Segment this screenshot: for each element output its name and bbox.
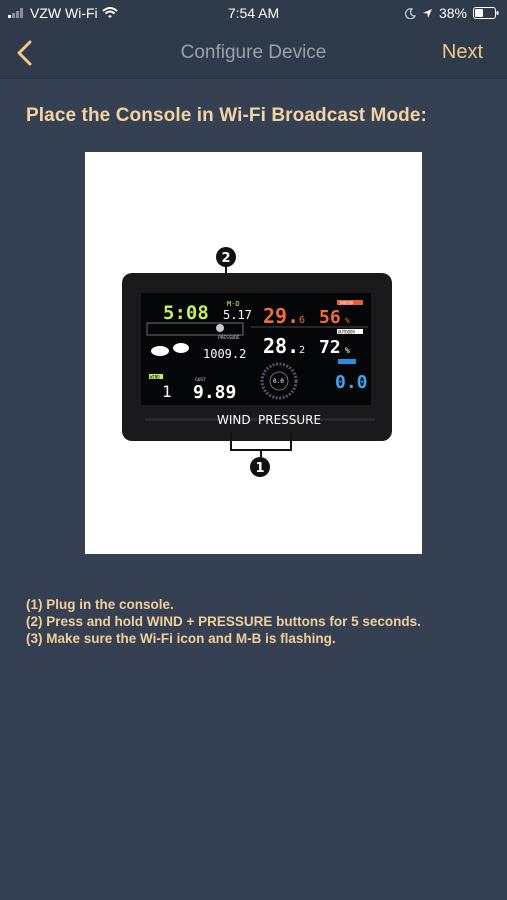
cloud-1 — [151, 346, 169, 356]
outdoor-label: OUTDOOR — [338, 330, 355, 335]
instruction-steps: (1) Plug in the console. (2) Press and h… — [26, 596, 421, 647]
step-2: (2) Press and hold WIND + PRESSURE butto… — [26, 614, 421, 629]
compass-value: 0.0 — [273, 378, 284, 385]
indoor-temp: 29. — [263, 304, 299, 328]
indoor-humidity: 56 — [319, 307, 341, 328]
instruction-heading: Place the Console in Wi-Fi Broadcast Mod… — [26, 105, 427, 126]
wind-compass — [260, 362, 298, 400]
callout-2-number: 2 — [221, 251, 230, 266]
console-illustration: 2 5:08 M-D 5.17 PRESSURE 1009.2 WIND 1 G… — [85, 152, 422, 554]
next-button[interactable]: Next — [441, 41, 483, 63]
step-1: (1) Plug in the console. — [26, 597, 174, 612]
pressure-label: PRESSURE — [218, 335, 240, 341]
back-button[interactable] — [12, 38, 40, 68]
pressure-value: 1009.2 — [203, 347, 246, 361]
status-time: 7:54 AM — [227, 5, 280, 21]
page-title: Configure Device — [180, 42, 327, 63]
rain-value: 0.0 — [335, 372, 368, 393]
status-left: VZW Wi-Fi — [8, 5, 118, 21]
nav-bar: Configure Device Next — [0, 28, 507, 79]
forecast-bar — [146, 322, 244, 336]
carrier-label: VZW Wi-Fi — [30, 5, 98, 21]
button-label-strip — [145, 418, 375, 421]
chevron-left-icon — [17, 40, 32, 66]
outdoor-temp-dec: 2 — [299, 345, 305, 356]
status-bar: VZW Wi-Fi 7:54 AM 38% — [0, 0, 507, 28]
callout-2-badge — [216, 247, 236, 267]
callout-1-bracket — [230, 432, 292, 457]
callout-1-number: 1 — [255, 461, 264, 476]
indoor-label-bg — [337, 300, 363, 305]
outdoor-humidity: 72 — [319, 337, 341, 358]
indoor-humidity-unit: % — [345, 316, 350, 325]
step-3: (3) Make sure the Wi-Fi icon and M-B is … — [26, 631, 336, 646]
gust-label: GUST — [195, 377, 206, 383]
wifi-icon — [102, 7, 118, 18]
moon-phase — [216, 324, 224, 332]
wind-button-label: WIND — [217, 413, 251, 427]
wind-speed: 1 — [162, 382, 172, 401]
location-arrow-icon — [422, 8, 432, 18]
console-date: 5.17 — [223, 308, 252, 322]
battery-icon — [473, 7, 499, 19]
console-date-label: M-D — [227, 300, 240, 308]
pressure-button-label: PRESSURE — [258, 413, 321, 427]
wind-box-label-bg — [149, 374, 163, 379]
console-time: 5:08 — [163, 302, 209, 324]
outdoor-label-bg — [337, 329, 363, 334]
wind-box-label: WIND — [150, 375, 160, 380]
cloud-2 — [173, 343, 189, 353]
battery-percent: 38% — [438, 5, 467, 21]
outdoor-humidity-unit: % — [345, 346, 350, 355]
callout-1-badge — [250, 457, 270, 477]
status-right: 38% — [404, 5, 499, 21]
outdoor-temp: 28. — [263, 334, 299, 358]
indoor-label: INDOOR — [339, 301, 354, 306]
rain-label-bg — [338, 359, 356, 364]
gust-value: 9.89 — [193, 382, 236, 403]
wind-compass-inner — [269, 371, 289, 391]
indoor-temp-dec: 6 — [299, 315, 305, 326]
moon-icon — [404, 7, 416, 19]
weather-console-image: 2 5:08 M-D 5.17 PRESSURE 1009.2 WIND 1 G… — [122, 247, 392, 477]
signal-icon — [8, 8, 23, 18]
